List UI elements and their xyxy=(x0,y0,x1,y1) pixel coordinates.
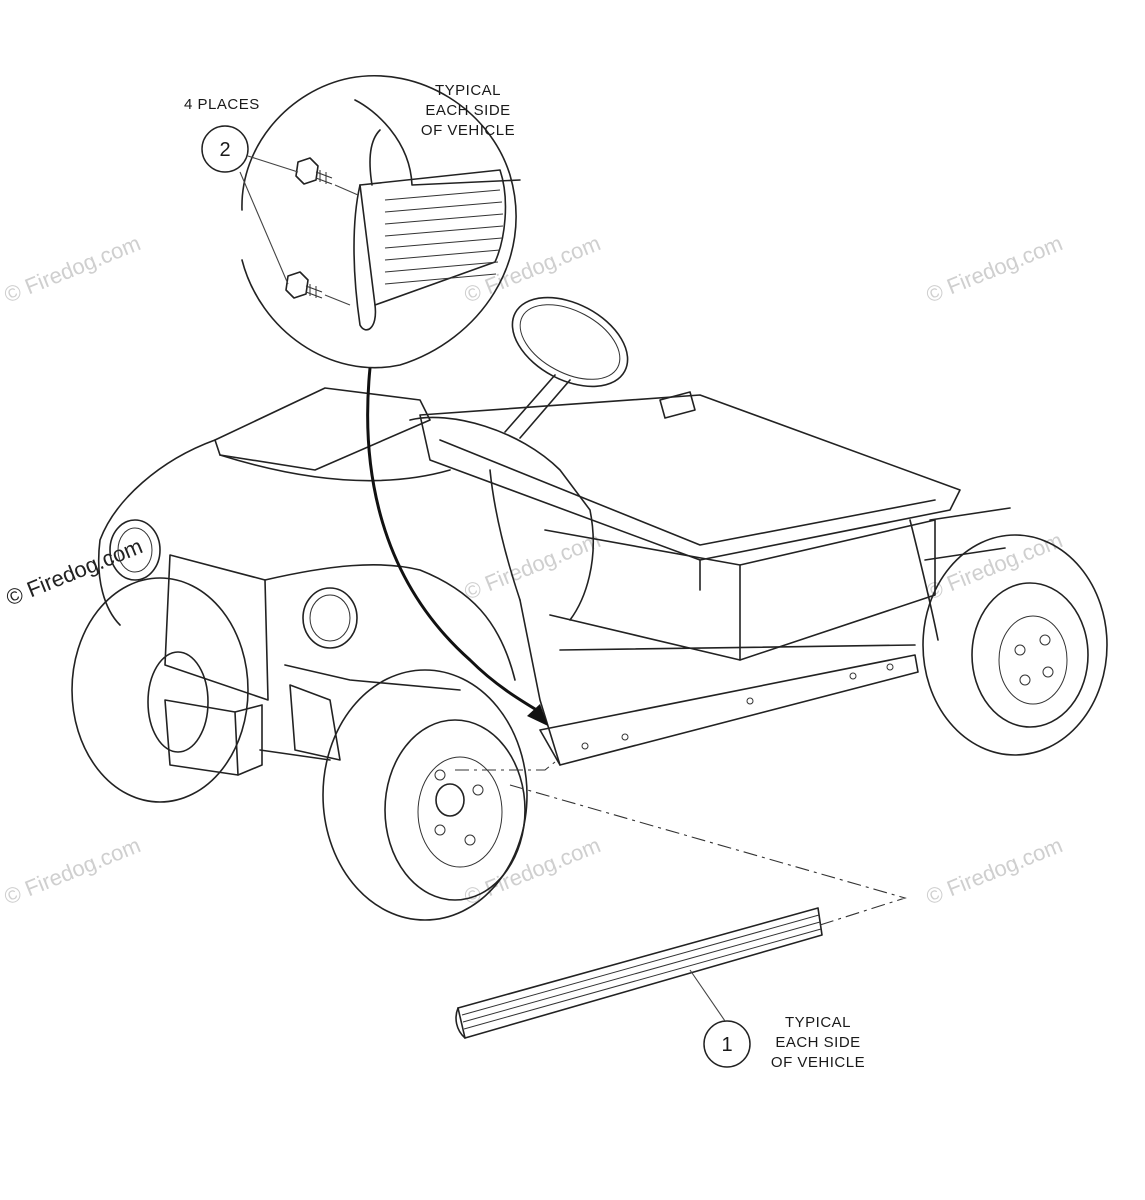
callout-screw: 2 xyxy=(201,125,299,285)
steering-wheel xyxy=(504,296,629,439)
rear-wheel xyxy=(922,534,1108,756)
note-line: OF VEHICLE xyxy=(771,1054,865,1071)
watermark: © Firedog.com xyxy=(1,230,144,307)
typical-note-top: TYPICAL EACH SIDE OF VEHICLE xyxy=(421,82,515,139)
watermark: © Firedog.com xyxy=(923,527,1066,604)
watermark-dark: © Firedog.com xyxy=(3,533,146,610)
golf-cart xyxy=(71,296,1108,921)
watermarks: © Firedog.com © Firedog.com © Firedog.co… xyxy=(1,230,1066,909)
note-line: EACH SIDE xyxy=(775,1034,860,1051)
trim-strip xyxy=(455,907,823,1039)
screw-icon xyxy=(295,157,333,185)
places-label: 4 PLACES xyxy=(184,96,260,113)
alignment-line xyxy=(455,761,556,771)
screw-icon xyxy=(285,271,323,299)
detail-inset xyxy=(241,75,521,369)
assembly-arrow xyxy=(366,367,548,726)
alignment-line xyxy=(509,784,907,926)
watermark: © Firedog.com xyxy=(923,832,1066,909)
seat xyxy=(419,391,961,591)
callout-trim: 1 xyxy=(689,969,751,1068)
note-line: OF VEHICLE xyxy=(421,122,515,139)
front-body xyxy=(97,387,516,761)
note-line: TYPICAL xyxy=(785,1014,851,1031)
watermark: © Firedog.com xyxy=(1,832,144,909)
front-right-wheel xyxy=(322,669,528,921)
callout-number: 2 xyxy=(219,139,230,161)
watermark: © Firedog.com xyxy=(461,527,604,604)
bumper xyxy=(164,699,263,776)
callout-number: 1 xyxy=(721,1034,732,1056)
note-line: EACH SIDE xyxy=(425,102,510,119)
watermark: © Firedog.com xyxy=(461,230,604,307)
note-line: TYPICAL xyxy=(435,82,501,99)
watermark: © Firedog.com xyxy=(923,230,1066,307)
front-left-wheel xyxy=(71,577,249,803)
typical-note-bottom: TYPICAL EACH SIDE OF VEHICLE xyxy=(771,1014,865,1071)
